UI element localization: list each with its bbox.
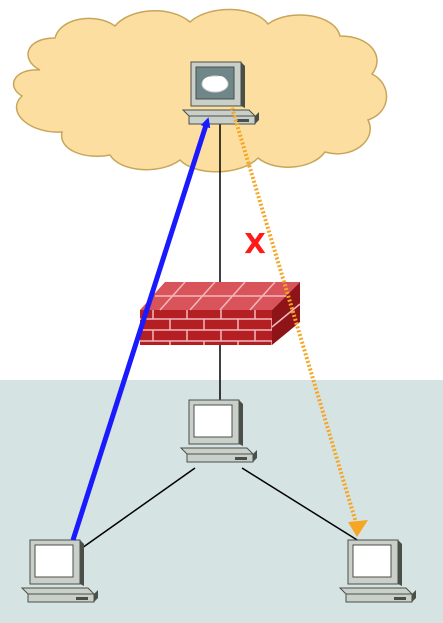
- desktop-computer-icon: [338, 539, 416, 603]
- blocked-flow-arrow: [230, 107, 368, 537]
- blocked-x-mark: X: [244, 227, 266, 260]
- desktop-computer-icon: [179, 399, 257, 463]
- link-lan-right: [241, 467, 371, 549]
- allowed-flow-arrow: [70, 117, 211, 541]
- link-lan-left: [81, 467, 196, 549]
- desktop-computer-with-cloud-screen-icon: [181, 61, 259, 125]
- desktop-computer-icon: [20, 539, 98, 603]
- firewall-icon: [140, 281, 301, 345]
- links: [81, 118, 371, 549]
